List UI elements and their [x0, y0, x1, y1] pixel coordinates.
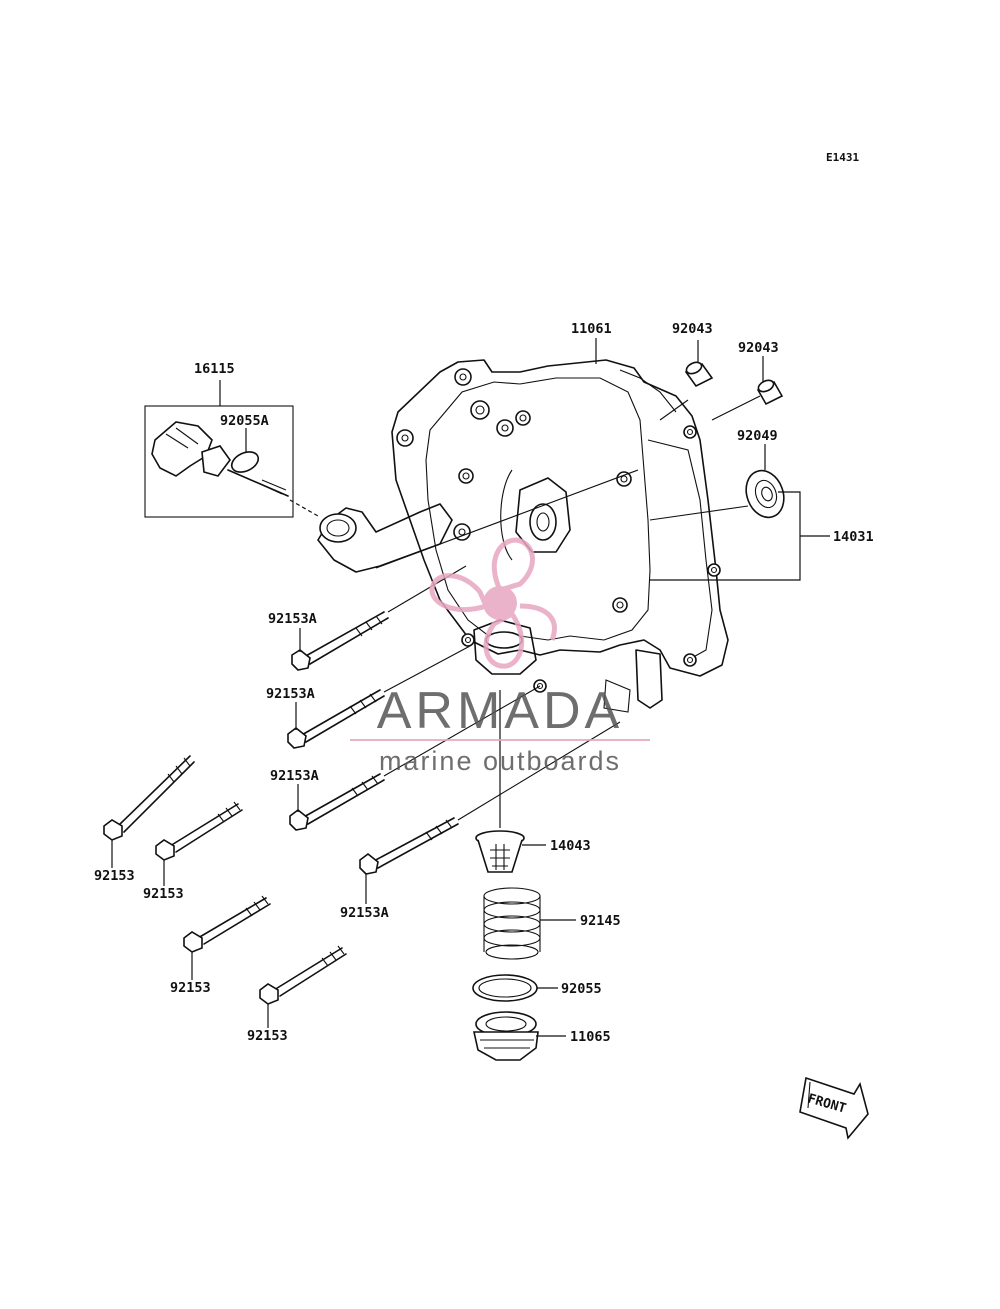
cover-11061 — [317, 359, 729, 713]
label-92043-a: 92043 — [672, 321, 713, 337]
label-16115: 16115 — [194, 361, 235, 377]
front-arrow-icon: FRONT — [799, 1076, 869, 1140]
label-92153-2: 92153 — [143, 886, 184, 902]
label-14031: 14031 — [833, 529, 874, 545]
label-92153-4: 92153 — [247, 1028, 288, 1044]
label-92055: 92055 — [561, 981, 602, 997]
dowel-92043-b — [756, 379, 784, 406]
bolt-92153A-4 — [359, 817, 459, 875]
bolt-92153A-2 — [287, 689, 385, 749]
label-11061: 11061 — [571, 321, 612, 337]
oring-92055 — [472, 974, 538, 1002]
diagram-code: E1431 — [826, 151, 859, 164]
dipstick-group-box — [144, 405, 294, 518]
label-92153-3: 92153 — [170, 980, 211, 996]
label-92153A-3: 92153A — [270, 768, 319, 784]
dowel-92043-a — [684, 361, 714, 388]
drain-cap-11065 — [473, 1011, 539, 1061]
label-92153A-1: 92153A — [268, 611, 317, 627]
strainer-14043 — [475, 830, 525, 873]
spring-92145 — [483, 887, 541, 960]
watermark-brand: ARMADA — [377, 682, 623, 740]
oil-seal-92049 — [745, 469, 785, 519]
leader-lines — [111, 338, 830, 1037]
bolt-92153-4 — [259, 945, 347, 1005]
label-92049: 92049 — [737, 428, 778, 444]
armada-watermark: ARMADA marine outboards — [350, 537, 650, 776]
label-14043: 14043 — [550, 838, 591, 854]
watermark-tagline: marine outboards — [379, 746, 621, 776]
bolt-92153-2 — [155, 801, 243, 861]
label-92145: 92145 — [580, 913, 621, 929]
bolt-92153A-1 — [291, 611, 389, 671]
label-92153A-2: 92153A — [266, 686, 315, 702]
label-92043-b: 92043 — [738, 340, 779, 356]
armada-propeller-logo — [429, 537, 557, 669]
bolt-92153-1 — [103, 755, 195, 841]
bolt-92153-3 — [183, 895, 271, 953]
label-92153-1: 92153 — [94, 868, 135, 884]
label-92153A-4: 92153A — [340, 905, 389, 921]
bolt-92153A-3 — [289, 773, 385, 831]
part-labels: 16115 92055A 11061 92043 92043 92049 140… — [94, 321, 874, 1045]
label-92055A: 92055A — [220, 413, 269, 429]
label-11065: 11065 — [570, 1029, 611, 1045]
dipstick-16115 — [144, 405, 294, 518]
